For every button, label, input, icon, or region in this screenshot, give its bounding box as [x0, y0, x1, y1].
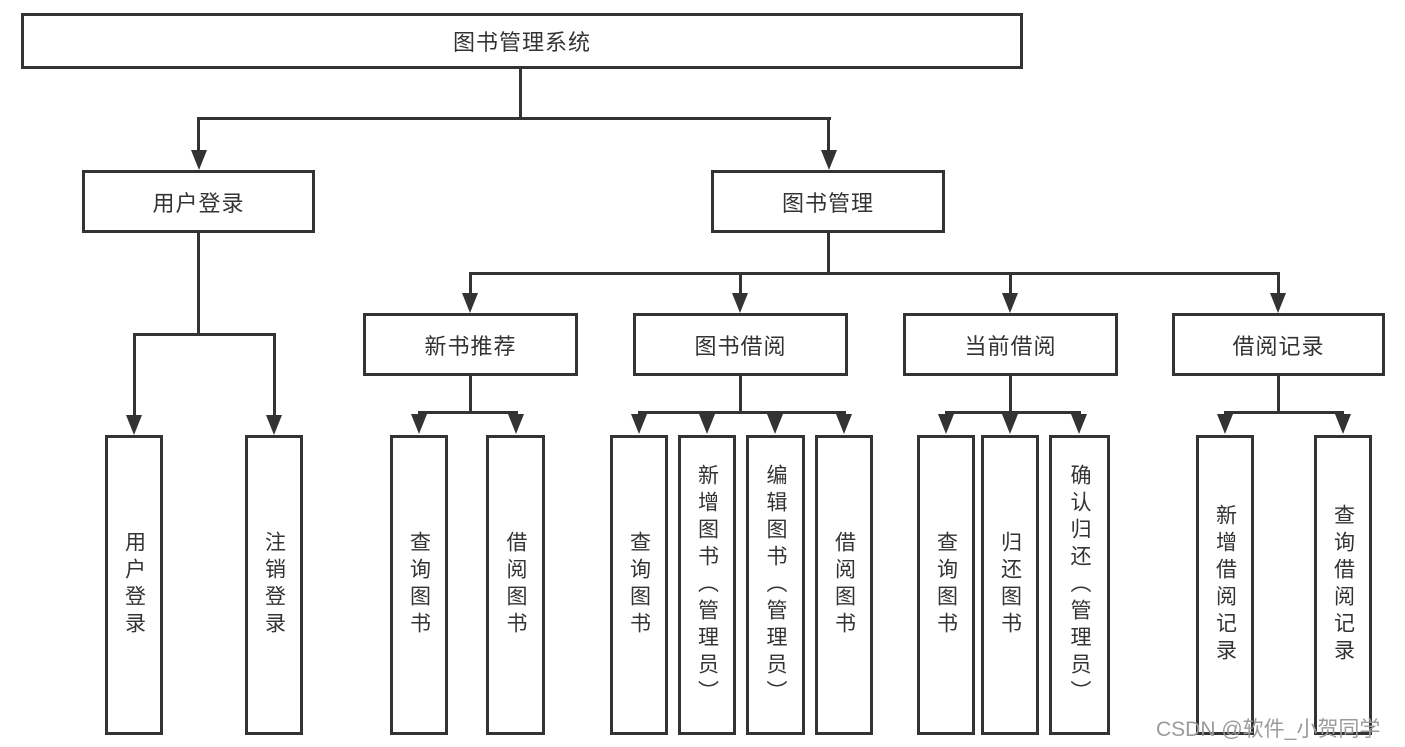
leaf-add-borrow-record: 新增借阅记录	[1196, 435, 1254, 735]
node-label: 新增借阅记录	[1213, 504, 1237, 666]
connector-line	[945, 411, 1081, 414]
connector-line	[638, 411, 846, 414]
node-label: 借阅图书	[832, 531, 856, 639]
connector-line	[469, 272, 1280, 275]
connector-line	[133, 333, 276, 336]
node-current-borrow: 当前借阅	[903, 313, 1118, 376]
arrow-down-icon	[1002, 293, 1018, 313]
node-label: 用户登录	[122, 531, 146, 639]
connector-line	[197, 233, 200, 336]
arrow-down-icon	[631, 414, 647, 434]
node-label: 查询图书	[627, 531, 651, 639]
connector-line	[1277, 272, 1280, 295]
connector-line	[519, 69, 522, 118]
connector-line	[469, 376, 472, 414]
node-label: 新增图书（管理员）	[695, 463, 719, 707]
node-label: 归还图书	[998, 531, 1022, 639]
connector-line	[469, 272, 472, 295]
node-book-borrow: 图书借阅	[633, 313, 848, 376]
arrow-down-icon	[732, 293, 748, 313]
node-label: 借阅图书	[504, 531, 527, 639]
node-label: 编辑图书（管理员）	[764, 463, 787, 707]
connector-line	[418, 411, 518, 414]
connector-line	[827, 233, 830, 275]
arrow-down-icon	[699, 414, 715, 434]
leaf-logout: 注销登录	[245, 435, 303, 735]
connector-line	[1009, 376, 1012, 414]
leaf-borrow-books: 借阅图书	[815, 435, 873, 735]
node-label: 查询图书	[407, 531, 431, 639]
node-label: 图书借阅	[694, 333, 787, 359]
node-label: 查询图书	[934, 531, 958, 639]
connector-line	[1277, 376, 1280, 414]
leaf-confirm-return-admin: 确认归还（管理员）	[1049, 435, 1110, 735]
arrow-down-icon	[1270, 293, 1286, 313]
connector-line	[133, 333, 136, 417]
connector-line	[198, 117, 831, 120]
connector-line	[197, 117, 200, 153]
node-library-management-system: 图书管理系统	[21, 13, 1023, 69]
leaf-add-books-admin: 新增图书（管理员）	[678, 435, 736, 735]
node-label: 图书管理系统	[452, 30, 591, 55]
arrow-down-icon	[508, 414, 524, 434]
node-book-management: 图书管理	[711, 170, 945, 233]
arrow-down-icon	[938, 414, 954, 434]
node-label: 新书推荐	[424, 333, 517, 359]
node-label: 确认归还（管理员）	[1068, 463, 1091, 707]
arrow-down-icon	[1335, 414, 1351, 434]
connector-line	[1224, 411, 1344, 414]
node-borrow-record: 借阅记录	[1172, 313, 1385, 376]
arrow-down-icon	[1071, 414, 1087, 434]
node-label: 用户登录	[152, 190, 245, 216]
arrow-down-icon	[821, 150, 837, 170]
arrow-down-icon	[462, 293, 478, 313]
arrow-down-icon	[1217, 414, 1233, 434]
leaf-borrow-books-recommend: 借阅图书	[486, 435, 545, 735]
arrow-down-icon	[411, 414, 427, 434]
node-label: 查询借阅记录	[1331, 504, 1355, 666]
connector-line	[739, 272, 742, 295]
arrow-down-icon	[126, 415, 142, 435]
arrow-down-icon	[266, 415, 282, 435]
leaf-edit-books-admin: 编辑图书（管理员）	[746, 435, 805, 735]
arrow-down-icon	[836, 414, 852, 434]
node-label: 借阅记录	[1232, 333, 1325, 359]
arrow-down-icon	[767, 414, 783, 434]
node-user-login: 用户登录	[82, 170, 315, 233]
leaf-user-login: 用户登录	[105, 435, 163, 735]
leaf-return-books: 归还图书	[981, 435, 1039, 735]
node-label: 图书管理	[781, 190, 874, 216]
connector-line	[739, 376, 742, 414]
connector-line	[827, 117, 830, 153]
arrow-down-icon	[1002, 414, 1018, 434]
leaf-query-books-borrow: 查询图书	[610, 435, 668, 735]
node-label: 注销登录	[262, 531, 286, 639]
leaf-query-books-current: 查询图书	[917, 435, 975, 735]
leaf-query-books-recommend: 查询图书	[390, 435, 448, 735]
leaf-query-borrow-record: 查询借阅记录	[1314, 435, 1372, 735]
arrow-down-icon	[191, 150, 207, 170]
csdn-watermark: CSDN @软件_小贺同学	[1156, 718, 1381, 741]
connector-line	[1009, 272, 1012, 295]
node-new-book-recommend: 新书推荐	[363, 313, 578, 376]
connector-line	[273, 333, 276, 417]
node-label: 当前借阅	[964, 333, 1057, 359]
